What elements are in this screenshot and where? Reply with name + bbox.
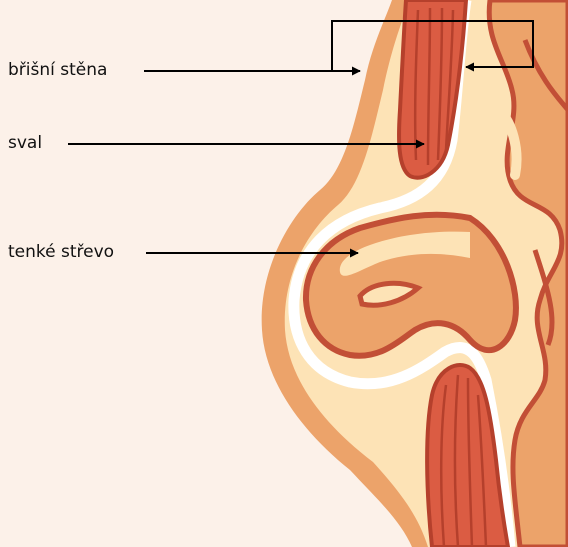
small-intestine-label: tenké střevo bbox=[8, 242, 114, 262]
abdominal-wall-label: břišní stěna bbox=[8, 60, 107, 80]
muscle-label: sval bbox=[8, 133, 42, 153]
